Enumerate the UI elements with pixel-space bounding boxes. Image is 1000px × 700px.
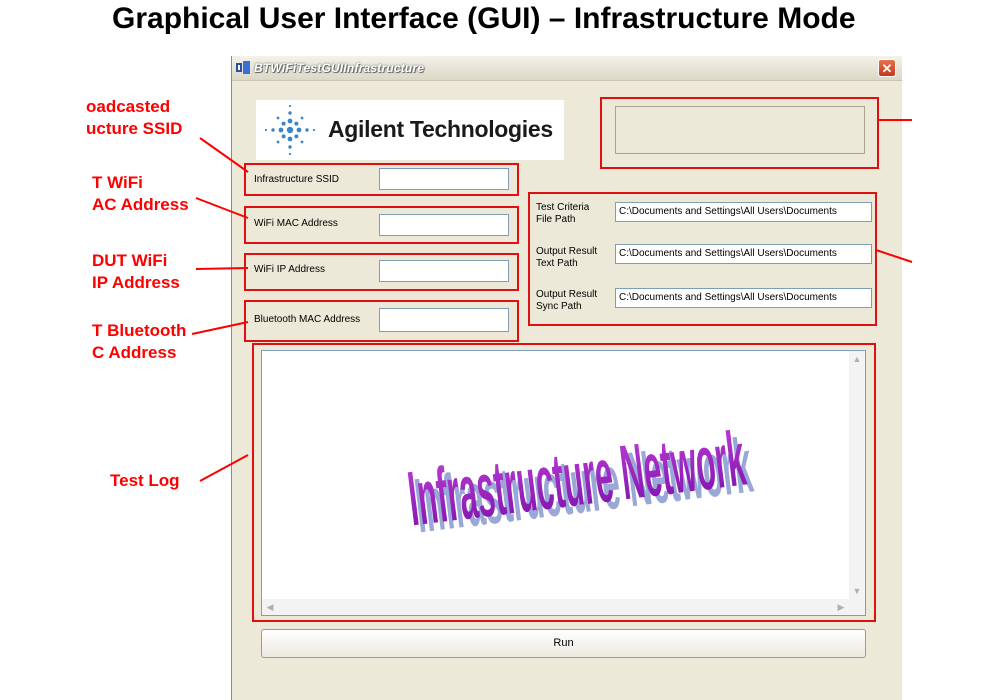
app-window: BTWiFiTestGUIInfrastructure ✕ Agilent Te… [231,56,902,700]
output-text-path-input[interactable]: C:\Documents and Settings\All Users\Docu… [615,244,872,264]
callout-test-log: Test Log [110,471,180,490]
callout-bt-mac: T Bluetooth C Address [92,321,187,362]
highlight-wifi-mac [244,206,519,244]
log-vertical-scrollbar[interactable]: ▲ ▼ [849,351,865,599]
path-label-3b: Sync Path [536,301,582,312]
path-label-1a: Test Criteria [536,202,590,213]
bt-mac-input[interactable] [379,308,509,332]
highlight-status [600,97,879,169]
run-button[interactable]: Run [261,629,866,658]
scroll-up-icon[interactable]: ▲ [852,354,862,364]
close-button[interactable]: ✕ [878,59,896,77]
callout-broadcast-ssid: oadcasted ucture SSID [86,97,183,138]
wifi-ip-input[interactable] [379,260,509,282]
ssid-label: Infrastructure SSID [254,174,340,185]
highlight-ssid [244,163,519,196]
log-wordart: Infrastructure Network Infrastructure Ne… [404,415,757,549]
status-display [615,106,865,154]
path-label-2b: Text Path [536,258,578,269]
highlight-bt-mac [244,300,519,342]
wifi-mac-input[interactable] [379,214,509,236]
path-label-3a: Output Result [536,289,598,300]
scroll-down-icon[interactable]: ▼ [852,586,862,596]
wifi-ip-label: WiFi IP Address [254,264,325,275]
slide-title: Graphical User Interface (GUI) – Infrast… [112,2,856,35]
agilent-logo: Agilent Technologies [256,100,564,160]
test-log-textarea[interactable]: ▲ ▼ ◀ ▶ Infrastructure Network Infrastru… [261,350,866,616]
callout-wifi-mac: T WiFi AC Address [92,173,189,214]
title-bar[interactable]: BTWiFiTestGUIInfrastructure ✕ [232,56,902,81]
close-icon: ✕ [881,61,893,76]
window-title: BTWiFiTestGUIInfrastructure [254,61,425,75]
app-icon [236,61,250,74]
test-criteria-path-input[interactable]: C:\Documents and Settings\All Users\Docu… [615,202,872,222]
agilent-spark-icon [264,104,316,156]
ssid-input[interactable] [379,168,509,190]
wifi-mac-label: WiFi MAC Address [254,218,338,229]
highlight-wifi-ip [244,253,519,291]
path-label-1b: File Path [536,214,576,225]
output-sync-path-input[interactable]: C:\Documents and Settings\All Users\Docu… [615,288,872,308]
bt-mac-label: Bluetooth MAC Address [254,314,361,325]
logo-text: Agilent Technologies [328,116,553,142]
scroll-right-icon[interactable]: ▶ [837,602,845,612]
path-label-2a: Output Result [536,246,598,257]
callout-wifi-ip: DUT WiFi IP Address [92,251,180,292]
log-horizontal-scrollbar[interactable]: ◀ ▶ [262,599,865,615]
highlight-test-log [252,343,876,622]
scroll-left-icon[interactable]: ◀ [266,602,274,612]
